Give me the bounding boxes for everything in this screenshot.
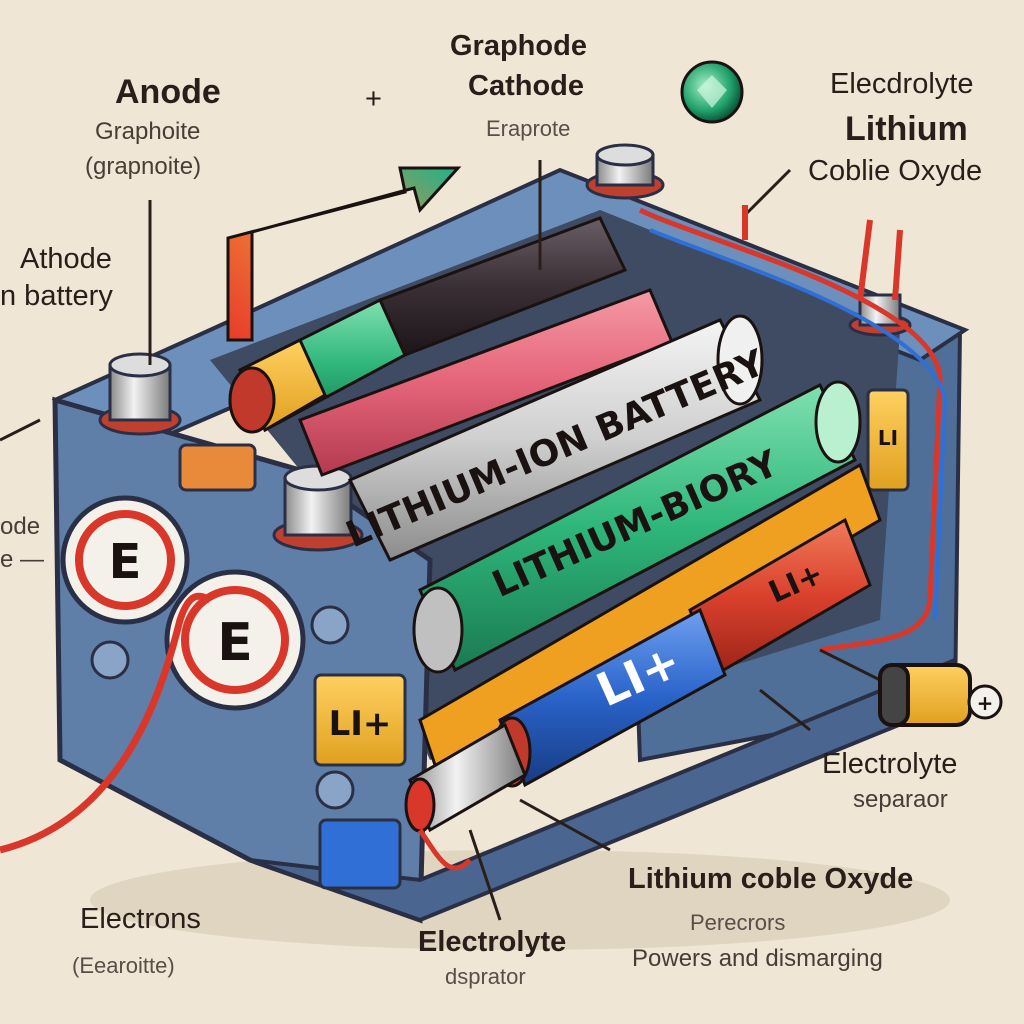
side-tag-yellow	[313, 673, 407, 767]
green-gem-icon	[680, 60, 744, 124]
side-tag-label: LI+	[329, 704, 392, 744]
svg-text:+: +	[977, 691, 994, 715]
label-anode: Anode	[115, 73, 221, 111]
label-battery-left: n battery	[0, 280, 113, 312]
leader-line-left	[0, 418, 41, 442]
front-circle-left	[60, 495, 190, 625]
label-anode-sub: Graphoite	[95, 118, 201, 145]
small-battery-icon: +	[878, 663, 1003, 727]
label-perecrors: Perecrors	[690, 910, 786, 935]
wire-right-red	[638, 207, 943, 653]
label-ode-left: ode	[0, 513, 41, 540]
label-e-left: e —	[0, 546, 45, 573]
leader-line-electrolyte-bottom	[468, 829, 502, 921]
label-eraprote: Eraprote	[486, 116, 571, 141]
cell-small-metal	[404, 722, 527, 833]
label-separator-right: separaor	[853, 786, 948, 813]
label-cathode: Cathode	[468, 70, 584, 102]
label-electrolyte-right: Electrolyte	[822, 748, 958, 780]
wire-bottom	[417, 828, 472, 871]
label-lithium-top: Lithium	[845, 110, 968, 148]
label-graphode: Graphode	[450, 30, 587, 62]
cell-green	[412, 380, 862, 674]
probe-line	[857, 219, 873, 301]
circle-letter-right: E	[217, 613, 253, 673]
screw-icon	[90, 640, 130, 680]
label-lithium-coble-bottom: Lithium coble Oxyde	[628, 863, 914, 895]
leader-line-electrolyte	[743, 168, 792, 217]
leader-line-bottom	[519, 798, 611, 852]
circle-letter-left: E	[109, 534, 142, 590]
label-athode: Athode	[20, 243, 112, 275]
front-circle-right	[164, 569, 306, 711]
probe-line	[892, 229, 903, 301]
cell-dark	[228, 216, 628, 434]
label-electrons-sub: (Eearoitte)	[72, 953, 175, 978]
wire-right-blue	[649, 228, 948, 621]
screw-icon	[310, 605, 350, 645]
front-switch	[178, 443, 257, 492]
wire-left	[0, 592, 212, 854]
label-powers: Powers and dismarging	[632, 945, 883, 972]
right-tag	[866, 388, 910, 492]
cell-white	[347, 314, 764, 562]
side-tag-blue	[318, 818, 402, 890]
right-tag-label: LI	[878, 426, 898, 450]
label-dsprator: dsprator	[445, 964, 526, 989]
label-electrolyte-bottom: Electrolyte	[418, 926, 567, 958]
leader-line-small-battery	[819, 648, 881, 682]
electron-flow-arrow	[226, 166, 462, 342]
label-electrolyte-top: Elecdrolyte	[830, 68, 974, 100]
label-electrons: Electrons	[80, 903, 201, 935]
label-anode-sub2: (grapnoite)	[85, 153, 202, 180]
screw-icon	[315, 770, 355, 810]
terminal-icon	[98, 352, 182, 436]
label-plus-top: +	[365, 83, 382, 115]
terminal-icon	[585, 143, 665, 200]
label-coble-top: Coblie Oxyde	[808, 155, 983, 187]
leader-line-separator	[759, 688, 811, 732]
